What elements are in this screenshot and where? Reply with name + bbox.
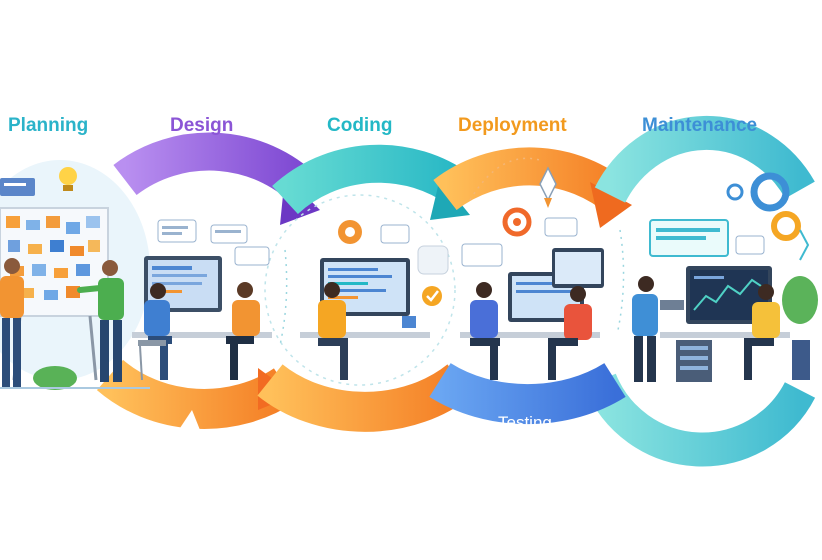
maintainer-right — [744, 284, 780, 380]
check-icon — [422, 286, 442, 306]
coding-guide-ring — [264, 194, 456, 386]
dotted-trail-1 — [279, 249, 288, 346]
deployment-arrowhead — [590, 182, 632, 228]
monitoring-graph — [693, 278, 765, 311]
maintenance-desk — [660, 332, 790, 338]
tester-right — [548, 286, 592, 380]
maintenance-arc-top — [594, 115, 815, 203]
gear-icon-large — [750, 172, 790, 212]
rocket-icon — [539, 166, 557, 208]
coding-arc — [272, 144, 472, 215]
testing-bubble-2 — [461, 243, 503, 267]
planner-left — [0, 258, 24, 388]
sparkle — [799, 229, 810, 261]
design-bubble-2 — [210, 224, 248, 244]
tester-left — [470, 282, 500, 380]
dotted-trail-2 — [617, 229, 625, 331]
gear-icon-small — [771, 211, 801, 241]
design-scene — [132, 219, 272, 381]
maintenance-scene — [632, 172, 818, 382]
gear-icon — [502, 207, 532, 237]
stage-label-deployment: Deployment — [458, 115, 567, 136]
testing-desk — [460, 332, 600, 338]
coding-card — [417, 245, 449, 275]
coding-bubble — [380, 224, 410, 244]
coffee-mug — [402, 316, 416, 328]
laptop — [660, 300, 684, 310]
coding-scene — [300, 220, 449, 380]
design-bubble-1 — [157, 219, 197, 243]
maintenance-arc-bottom — [584, 373, 816, 467]
testing-arc — [429, 362, 626, 425]
stage-label-maintenance: Maintenance — [642, 115, 758, 136]
plant — [33, 366, 77, 390]
designer-right — [226, 282, 260, 380]
coder — [318, 282, 348, 380]
stage-label-testing: Testing — [498, 413, 552, 432]
planning-scene — [0, 167, 150, 390]
testing-bubble — [544, 217, 578, 237]
testing-scene — [460, 166, 604, 380]
gear-icon-tiny — [726, 183, 744, 201]
maintenance-bubble — [735, 235, 765, 255]
design-bubble-3 — [234, 246, 270, 266]
maintainer-left — [632, 276, 658, 382]
coding-desk — [300, 332, 430, 338]
sticky-notes — [6, 216, 100, 300]
planner-right — [77, 260, 124, 382]
stage-label-coding: Coding — [327, 115, 393, 136]
stage-label-design: Design — [170, 115, 234, 136]
planning-note-card — [0, 178, 35, 196]
lightbulb-icon — [59, 167, 77, 185]
plant-right — [782, 276, 818, 324]
bottom-arrow-mark — [180, 410, 200, 430]
design-desk — [132, 332, 272, 338]
stage-label-planning: Planning — [8, 115, 89, 136]
